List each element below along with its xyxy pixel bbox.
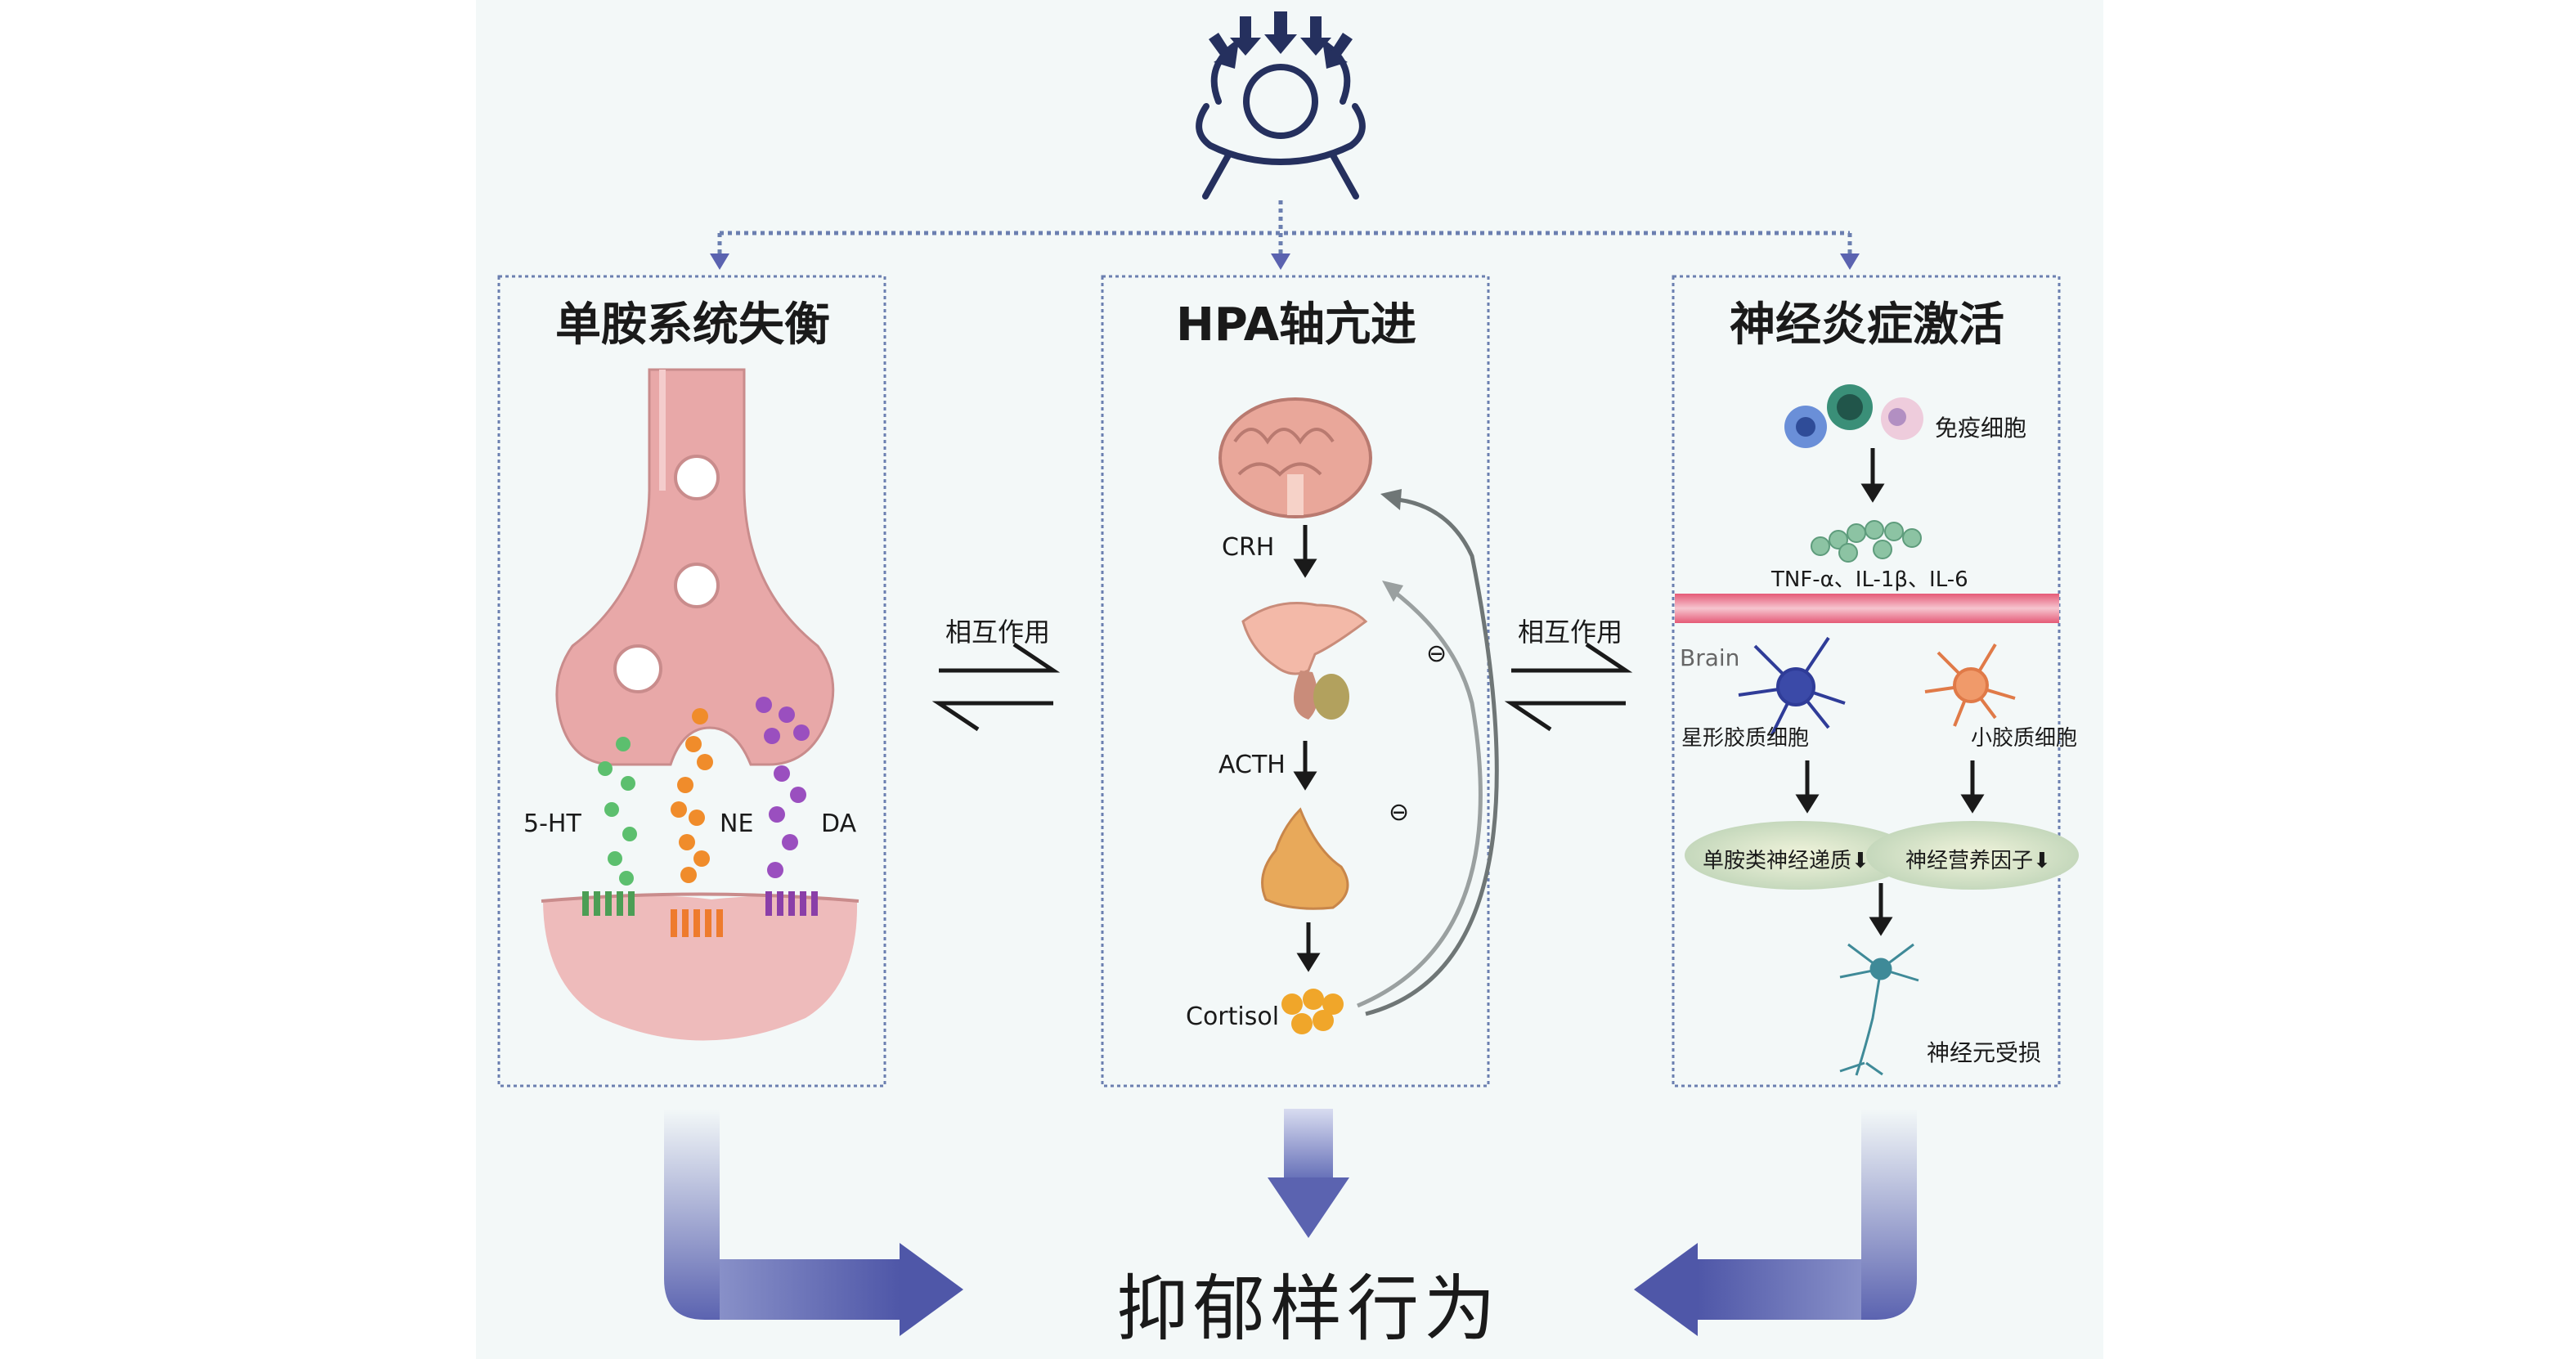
equilibrium-arrows-right bbox=[1504, 642, 1633, 732]
cortisol-molecules bbox=[1281, 989, 1344, 1034]
panel-frames bbox=[497, 275, 2061, 1088]
blood-vessel-barrier bbox=[1675, 594, 2059, 623]
label-da: DA bbox=[821, 810, 857, 838]
outcome-arrow-middle bbox=[1268, 1109, 1349, 1238]
cytokine-cluster-icon bbox=[1811, 520, 1922, 563]
label-cortisol: Cortisol bbox=[1186, 1002, 1280, 1031]
feedback-minus-lower: ⊖ bbox=[1389, 798, 1410, 827]
panel-title-neuroinflammation: 神经炎症激活 bbox=[1730, 298, 2004, 352]
label-ne: NE bbox=[720, 810, 754, 838]
outcome-arrow-left bbox=[664, 1109, 963, 1336]
outcome-arrow-right bbox=[1634, 1109, 1917, 1336]
interaction-label-right: 相互作用 bbox=[1518, 617, 1623, 648]
label-acth: ACTH bbox=[1218, 751, 1286, 779]
panel-title-hpa: HPA轴亢进 bbox=[1175, 298, 1417, 352]
brain-icon bbox=[1218, 397, 1372, 518]
hpa-down-arrows bbox=[1293, 525, 1321, 972]
synapse-illustration bbox=[541, 368, 859, 1041]
microglia-icon bbox=[1924, 643, 2016, 727]
label-microglia: 小胶质细胞 bbox=[1971, 726, 2078, 751]
glia-down-arrows bbox=[1795, 760, 1985, 936]
neuron-icon bbox=[1839, 943, 1919, 1076]
factor-ellipses bbox=[1685, 821, 2079, 890]
astrocyte-icon bbox=[1738, 636, 1846, 737]
branch-arrowheads bbox=[710, 253, 1860, 270]
label-cytokines: TNF-α、IL-1β、IL-6 bbox=[1771, 567, 1968, 592]
pressure-arrows-icon bbox=[1209, 11, 1353, 69]
pituitary-icon bbox=[1241, 602, 1368, 720]
equilibrium-arrows-left bbox=[931, 642, 1061, 732]
immune-down-arrow bbox=[1860, 448, 1885, 503]
label-immune-cells: 免疫细胞 bbox=[1935, 415, 2027, 442]
interaction-label-left: 相互作用 bbox=[945, 617, 1051, 648]
label-crh: CRH bbox=[1222, 533, 1275, 562]
immune-cells-icon bbox=[1784, 384, 1923, 448]
label-5ht: 5-HT bbox=[523, 810, 581, 838]
label-neurotrophic-factors: 神经营养因子⬇ bbox=[1905, 849, 2051, 873]
label-neuron-damage: 神经元受损 bbox=[1927, 1039, 2042, 1066]
negative-feedback-arcs bbox=[1357, 489, 1499, 1016]
label-astrocyte: 星形胶质细胞 bbox=[1681, 726, 1810, 751]
adrenal-gland-icon bbox=[1261, 807, 1349, 910]
outcome-title: 抑郁样行为 bbox=[1115, 1267, 1501, 1351]
panel-title-monoamine: 单胺系统失衡 bbox=[555, 298, 830, 352]
stress-person-icon bbox=[1196, 39, 1366, 200]
feedback-minus-upper: ⊖ bbox=[1426, 639, 1447, 668]
label-brain: Brain bbox=[1680, 644, 1740, 671]
branch-connector bbox=[717, 200, 1852, 258]
label-monoamine-transmitters: 单胺类神经递质⬇ bbox=[1703, 849, 1869, 873]
